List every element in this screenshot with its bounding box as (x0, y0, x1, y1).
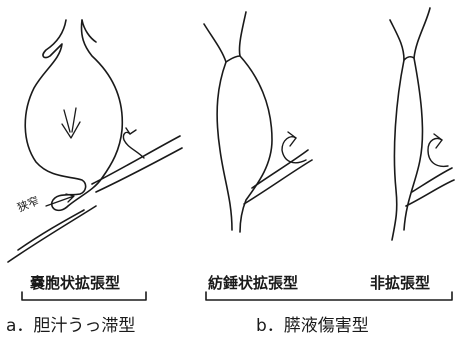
pancreatic-duct-upper (92, 136, 180, 184)
fusiform-dilatation-illustration (204, 12, 312, 232)
nondilated-duct-right (404, 8, 430, 230)
group-b-label: b．膵液傷害型 (256, 318, 369, 335)
reflux-arrow-icon (123, 132, 144, 158)
nondilated-upper-branch (404, 57, 414, 60)
flow-arrow-down-icon (62, 108, 80, 138)
group-a-label: a．胆汁うっ滞型 (6, 318, 135, 335)
cystic-type-label: 嚢胞状拡張型 (30, 276, 120, 291)
cystic-dilatation-illustration (8, 20, 182, 262)
duodenal-wall-inner (18, 210, 84, 250)
fusiform-upper-branch (226, 56, 240, 62)
fusiform-pancreatic-duct-lower (244, 160, 312, 204)
non-dilated-illustration (390, 8, 454, 240)
pancreatic-duct-lower (96, 148, 182, 192)
fusiform-type-label: 紡錘状拡張型 (208, 276, 298, 291)
non-dilated-type-label: 非拡張型 (370, 276, 430, 291)
duodenal-wall-outer (8, 206, 96, 262)
fusiform-duct-left (204, 24, 232, 230)
fusiform-reflux-arrowhead (288, 132, 296, 146)
nondilated-duct-left (390, 20, 404, 240)
nondilated-reflux-arrowhead (434, 134, 442, 148)
bracket-group-a (22, 292, 146, 300)
nondilated-reflux-arrow-icon (428, 138, 448, 166)
fusiform-pancreatic-duct-upper (252, 150, 308, 188)
bracket-group-b (206, 292, 452, 300)
fusiform-duct-right (239, 12, 272, 232)
cystic-duct-outline (25, 20, 122, 210)
cystic-upper-branch (82, 20, 96, 42)
